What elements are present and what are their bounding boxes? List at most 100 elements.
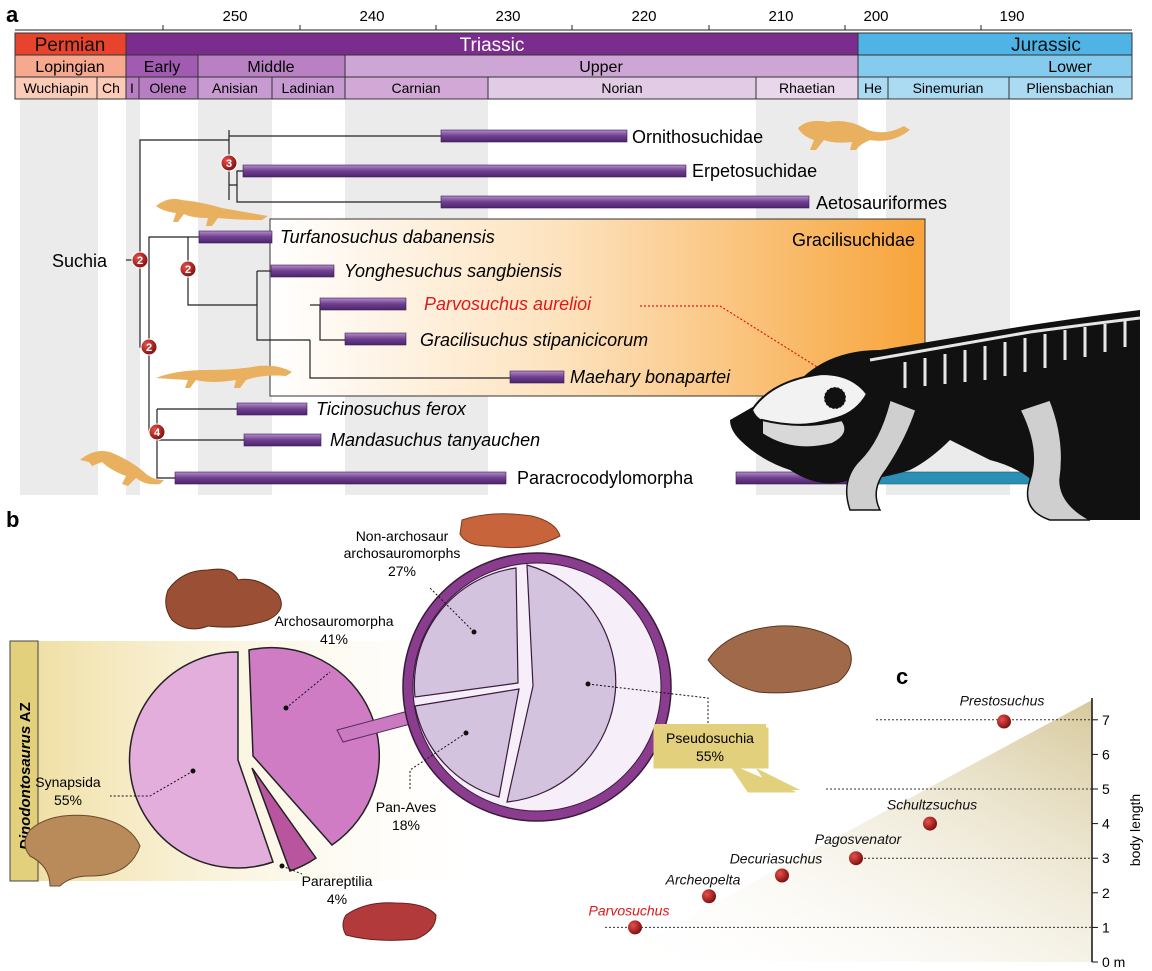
taxon-mandasuchus: Mandasuchus tanyauchen (330, 430, 540, 450)
stage-wuchiapin: Wuchiapin (23, 80, 88, 96)
skull-photo-parareptile (343, 903, 436, 941)
tick-240: 240 (359, 8, 384, 25)
range-bar-ornithosuchidae (441, 130, 627, 142)
taxon-ticinosuchus: Ticinosuchus ferox (316, 399, 467, 419)
tick-230: 230 (495, 8, 520, 25)
stage-norian: Norian (601, 80, 642, 96)
range-bar-mandasuchus (244, 434, 321, 446)
taxon-ornithosuchidae: Ornithosuchidae (632, 127, 763, 147)
panel-c-label: c (896, 664, 908, 689)
epoch-early: Early (144, 59, 180, 76)
tick-200: 200 (863, 8, 888, 25)
stage-anisian: Anisian (212, 80, 258, 96)
label-pseudosuchia: Pseudosuchia (666, 730, 754, 746)
y-tick-label-0: 0 m (1102, 954, 1125, 970)
label-pan-aves: Pan-Aves (376, 799, 436, 815)
epoch-lower: Lower (1048, 59, 1092, 76)
taxon-maehary: Maehary bonapartei (570, 367, 731, 387)
epoch-upper: Upper (579, 59, 623, 76)
label-synapsida: Synapsida (35, 774, 101, 790)
range-bar-paracrocodylomorpha-a (175, 472, 506, 484)
time-axis: 250 240 230 220 210 200 190 (15, 8, 1132, 30)
y-tick-label-7: 7 (1102, 712, 1110, 728)
range-bar-maehary (510, 371, 564, 383)
taxon-parvosuchus: Parvosuchus aurelioi (424, 294, 592, 314)
label-archosauromorpha-percent: 41% (320, 631, 348, 647)
tick-190: 190 (999, 8, 1024, 25)
y-tick-label-4: 4 (1102, 816, 1110, 832)
y-tick-label-3: 3 (1102, 850, 1110, 866)
epoch-lopingian: Lopingian (35, 59, 104, 76)
epoch-row: Lopingian Early Middle Upper Lower (15, 55, 1132, 77)
y-tick-label-2: 2 (1102, 885, 1110, 901)
right-pie-non-archosaur (414, 568, 518, 697)
node-number-suchia: 2 (137, 255, 143, 267)
label-pseudosuchia-percent: 55% (696, 748, 724, 764)
label-parareptilia-percent: 4% (327, 891, 347, 907)
stage-olene: Olene (149, 80, 187, 96)
point-label-pagosvenator: Pagosvenator (815, 831, 903, 847)
stage-ch: Ch (102, 80, 120, 96)
taxon-gracilisuchus: Gracilisuchus stipanicicorum (420, 330, 648, 350)
node-number-gracilisuchidae: 2 (185, 264, 191, 276)
label-pan-aves-percent: 18% (392, 817, 420, 833)
clade-label-suchia: Suchia (52, 251, 108, 271)
panel-b-label: b (6, 507, 19, 532)
stage-sinemurian: Sinemurian (913, 80, 984, 96)
period-row: Permian Triassic Jurassic (15, 33, 1132, 56)
right-pie (403, 553, 671, 821)
y-axis-label: body length (1127, 794, 1143, 866)
node-number-lower: 2 (146, 342, 152, 354)
taxon-yonghesuchus: Yonghesuchus sangbiensis (344, 261, 562, 281)
point-decuriasuchus (775, 869, 789, 883)
y-tick-label-6: 6 (1102, 746, 1110, 762)
taxon-turfanosuchus: Turfanosuchus dabanensis (280, 227, 495, 247)
stage-pliensbachian: Pliensbachian (1026, 80, 1113, 96)
taxon-erpetosuchidae: Erpetosuchidae (692, 161, 817, 181)
range-bar-parvosuchus (320, 298, 406, 310)
tick-250: 250 (222, 8, 247, 25)
label-non-archosaur-percent: 27% (388, 563, 416, 579)
point-prestosuchus (997, 715, 1011, 729)
assemblage-zone-label: Dinodontosaurus AZ (17, 702, 34, 850)
stage-ladinian: Ladinian (282, 80, 335, 96)
node-number-3: 3 (226, 158, 232, 170)
point-archeopelta (702, 889, 716, 903)
y-tick-label-5: 5 (1102, 781, 1110, 797)
point-parvosuchus (628, 920, 642, 934)
period-permian: Permian (35, 35, 106, 56)
label-non-archosaur-line2: archosauromorphs (344, 545, 461, 561)
point-label-parvosuchus: Parvosuchus (589, 902, 670, 918)
range-bar-yonghesuchus (271, 265, 334, 277)
label-synapsida-percent: 55% (54, 792, 82, 808)
point-label-decuriasuchus: Decuriasuchus (730, 851, 823, 867)
range-bar-turfanosuchus (199, 231, 272, 243)
pseudosuchia-callout: Pseudosuchia 55% (654, 724, 800, 792)
y-tick-label-1: 1 (1102, 919, 1110, 935)
stage-carnian: Carnian (391, 80, 440, 96)
point-label-prestosuchus: Prestosuchus (960, 693, 1045, 709)
point-label-schultzsuchus: Schultzsuchus (887, 797, 977, 813)
skull-photo-non-archosaur (460, 514, 560, 548)
taxon-aetosauriformes: Aetosauriformes (816, 193, 947, 213)
stage-row: Wuchiapin Ch I Olene Anisian Ladinian Ca… (15, 77, 1132, 99)
range-bar-gracilisuchus (345, 333, 406, 345)
period-jurassic: Jurassic (1011, 35, 1081, 56)
gracilisuchidae-label: Gracilisuchidae (792, 230, 915, 250)
range-bar-erpetosuchidae (243, 165, 686, 177)
epoch-middle: Middle (247, 59, 294, 76)
label-non-archosaur-line1: Non-archosaur (356, 528, 449, 544)
period-triassic: Triassic (460, 35, 525, 56)
point-pagosvenator (849, 851, 863, 865)
range-bar-ticinosuchus (237, 403, 307, 415)
node-number-4: 4 (154, 427, 161, 439)
label-archosauromorpha: Archosauromorpha (274, 613, 393, 629)
skull-photo-pseudosuchian (708, 626, 851, 693)
taxon-paracrocodylomorpha: Paracrocodylomorpha (517, 468, 694, 488)
stage-i: I (130, 80, 134, 96)
stage-he: He (864, 80, 882, 96)
label-parareptilia: Parareptilia (302, 873, 373, 889)
point-schultzsuchus (923, 817, 937, 831)
range-bar-aetosauriformes (441, 196, 809, 208)
